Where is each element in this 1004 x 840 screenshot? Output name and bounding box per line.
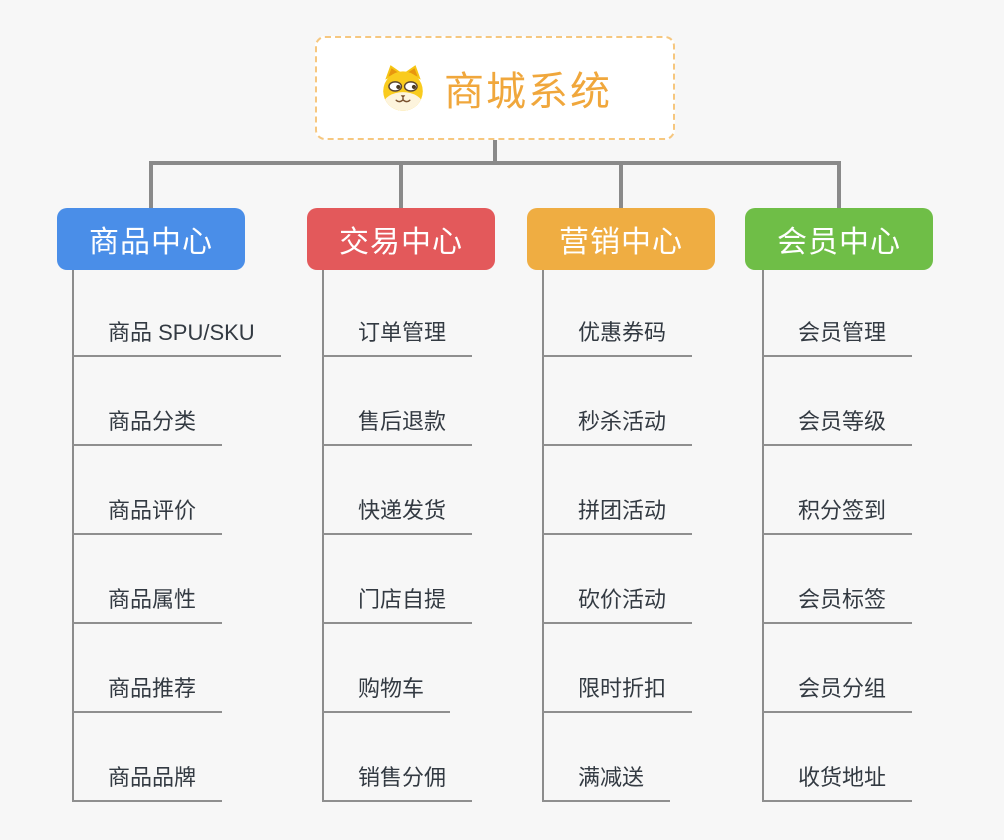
leaf-node[interactable]: 积分签到: [762, 495, 913, 535]
leaf-node[interactable]: 快递发货: [322, 495, 473, 535]
leaf-node[interactable]: 商品评价: [72, 495, 223, 535]
branch-node-product-center[interactable]: 商品中心: [57, 208, 245, 270]
connector-branch-stub: [149, 161, 153, 208]
leaf-node[interactable]: 订单管理: [322, 317, 473, 357]
connector-branch-stub: [619, 161, 623, 208]
leaf-node[interactable]: 商品品牌: [72, 762, 223, 802]
connector-branch-stub: [837, 161, 841, 208]
leaf-node[interactable]: 商品属性: [72, 584, 223, 624]
connector-column-line: [322, 270, 324, 802]
leaf-node[interactable]: 售后退款: [322, 406, 473, 446]
leaf-node[interactable]: 秒杀活动: [542, 406, 693, 446]
leaf-node[interactable]: 会员标签: [762, 584, 913, 624]
root-node-mall-system[interactable]: 商城系统: [315, 36, 675, 140]
leaf-node[interactable]: 会员分组: [762, 673, 913, 713]
leaf-node[interactable]: 限时折扣: [542, 673, 693, 713]
leaf-node[interactable]: 砍价活动: [542, 584, 693, 624]
connector-column-line: [762, 270, 764, 802]
branch-node-trade-center[interactable]: 交易中心: [307, 208, 495, 270]
leaf-node[interactable]: 满减送: [542, 762, 671, 802]
leaf-node[interactable]: 商品 SPU/SKU: [72, 317, 281, 357]
leaf-node[interactable]: 拼团活动: [542, 495, 693, 535]
leaf-node[interactable]: 销售分佣: [322, 762, 473, 802]
root-node-label: 商城系统: [444, 70, 612, 114]
leaf-node[interactable]: 门店自提: [322, 584, 473, 624]
branch-node-marketing-center[interactable]: 营销中心: [527, 208, 715, 270]
leaf-node[interactable]: 商品分类: [72, 406, 223, 446]
connector-root-stub: [493, 140, 497, 165]
dog-face-icon: [383, 65, 423, 111]
leaf-node[interactable]: 商品推荐: [72, 673, 223, 713]
connector-column-line: [72, 270, 74, 802]
leaf-node[interactable]: 购物车: [322, 673, 451, 713]
leaf-node[interactable]: 会员管理: [762, 317, 913, 357]
leaf-node[interactable]: 会员等级: [762, 406, 913, 446]
leaf-node[interactable]: 优惠券码: [542, 317, 693, 357]
connector-column-line: [542, 270, 544, 802]
leaf-node[interactable]: 收货地址: [762, 762, 913, 802]
connector-branch-stub: [399, 161, 403, 208]
branch-node-member-center[interactable]: 会员中心: [745, 208, 933, 270]
connector-horizontal-rail: [149, 161, 841, 165]
